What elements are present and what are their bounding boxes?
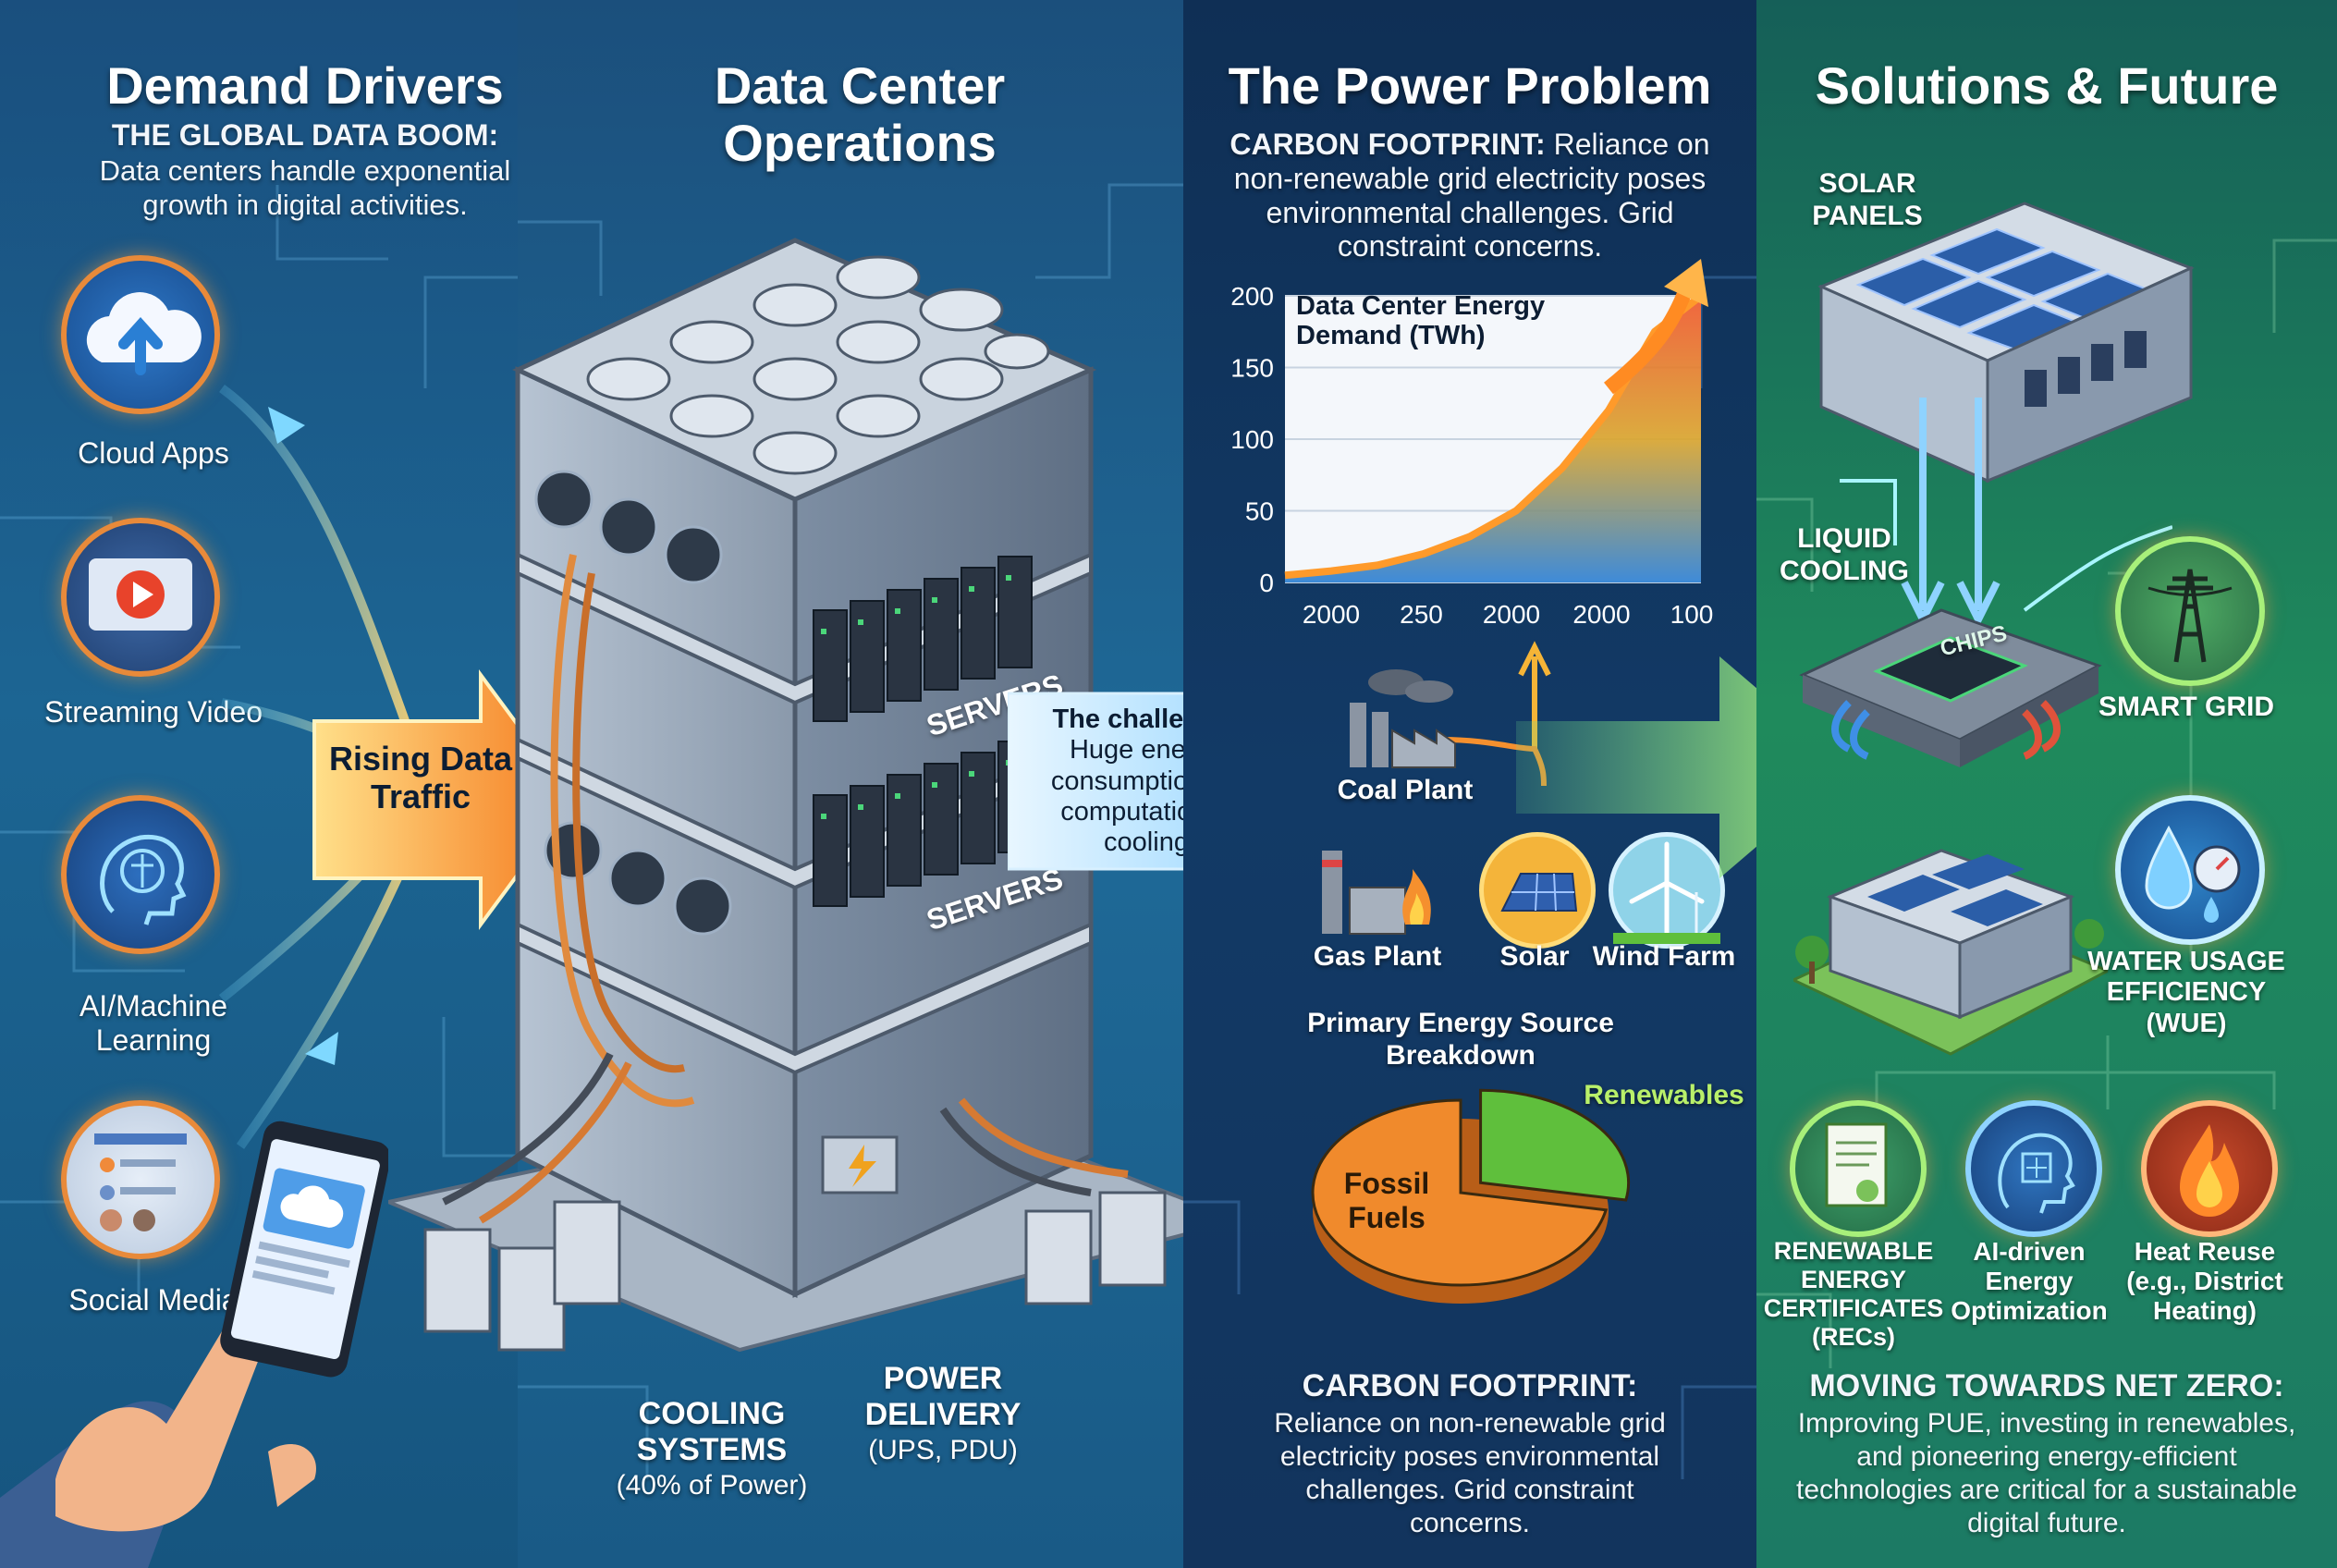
y-tick-label: 0 bbox=[1259, 569, 1274, 597]
net-zero-title: MOVING TOWARDS NET ZERO: bbox=[1809, 1368, 2284, 1403]
ai-ml-label: AI/Machine Learning bbox=[79, 989, 228, 1057]
heat-reuse-label: Heat Reuse (e.g., District Heating) bbox=[2126, 1237, 2283, 1326]
certificate-icon bbox=[1825, 1122, 1888, 1207]
lightning-icon bbox=[849, 1145, 876, 1187]
social-media-circle bbox=[61, 1100, 220, 1259]
demand-subtitle: THE GLOBAL DATA BOOM: bbox=[111, 118, 499, 152]
wind-turbine-icon bbox=[1609, 832, 1725, 949]
demand-title: Demand Drivers bbox=[106, 56, 504, 115]
liquid-cooling-label: LIQUID COOLING bbox=[1780, 523, 1909, 586]
x-tick-label: 2000 bbox=[1483, 600, 1540, 629]
ai-optimization-circle bbox=[1965, 1100, 2102, 1237]
pie-label-renewables: Renewables bbox=[1584, 1080, 1744, 1110]
power-delivery-title: POWER DELIVERY bbox=[864, 1361, 1022, 1433]
x-tick-label: 2000 bbox=[1572, 600, 1630, 629]
ai-ml-circle bbox=[61, 795, 220, 954]
smart-grid-circle bbox=[2115, 536, 2265, 686]
y-tick-label: 50 bbox=[1245, 497, 1274, 526]
y-tick-label: 100 bbox=[1230, 425, 1274, 454]
wue-label: WATER USAGE EFFICIENCY (WUE) bbox=[2087, 947, 2285, 1038]
heat-reuse-circle bbox=[2141, 1100, 2278, 1237]
solar-panels-label: SOLAR PANELS bbox=[1812, 168, 1923, 231]
y-tick-label: 150 bbox=[1230, 354, 1274, 383]
cloud-apps-label: Cloud Apps bbox=[78, 436, 229, 470]
play-video-icon bbox=[89, 558, 192, 631]
y-tick-label: 200 bbox=[1230, 282, 1274, 311]
flame-icon bbox=[2180, 1124, 2239, 1217]
cooling-flow-arrows bbox=[1840, 398, 2172, 628]
server-tower-illustration bbox=[388, 238, 1245, 1353]
ai-optimization-label: AI-driven Energy Optimization bbox=[1951, 1237, 2108, 1326]
recs-label: RENEWABLE ENERGY CERTIFICATES (RECs) bbox=[1763, 1237, 1944, 1352]
gas-plant-label: Gas Plant bbox=[1313, 941, 1442, 972]
carbon-footprint-bottom-title: CARBON FOOTPRINT: bbox=[1302, 1368, 1638, 1403]
cooling-systems-note: (40% of Power) bbox=[616, 1470, 808, 1501]
solar-panel-icon bbox=[1479, 832, 1596, 949]
wind-farm-label: Wind Farm bbox=[1592, 941, 1736, 972]
gas-plant-icon bbox=[1313, 832, 1442, 943]
net-zero-text: Improving PUE, investing in renewables, … bbox=[1796, 1408, 2297, 1538]
carbon-footprint-top: CARBON FOOTPRINT: Reliance on non-renewa… bbox=[1202, 128, 1738, 263]
recs-circle bbox=[1790, 1100, 1927, 1237]
growth-arrow bbox=[1604, 259, 1708, 395]
cooling-systems-title: COOLING SYSTEMS bbox=[636, 1396, 788, 1468]
pie-title: Primary Energy Source Breakdown bbox=[1307, 1008, 1614, 1071]
power-delivery-note: (UPS, PDU) bbox=[868, 1435, 1018, 1465]
social-media-label: Social Media bbox=[68, 1283, 239, 1317]
wue-circle bbox=[2115, 795, 2265, 945]
power-problem-title: The Power Problem bbox=[1228, 56, 1712, 115]
demand-description: Data centers handle exponential growth i… bbox=[99, 154, 511, 222]
streaming-video-circle bbox=[61, 518, 220, 677]
brain-icon bbox=[100, 834, 187, 925]
energy-demand-chart: 0 50 100 150 200 2000 250 2000 2000 100 Data Cen… bbox=[1230, 282, 1714, 629]
carbon-footprint-bottom-text: Reliance on non-renewable grid electrici… bbox=[1274, 1408, 1666, 1538]
carbon-footprint-top-text: Reliance on non-renewable grid electrici… bbox=[1233, 128, 1710, 263]
smartphone-icon bbox=[220, 1121, 388, 1378]
x-tick-label: 100 bbox=[1670, 600, 1714, 629]
power-pylon-icon bbox=[2147, 569, 2233, 663]
coal-plant-label: Coal Plant bbox=[1337, 775, 1474, 805]
rising-traffic-label: Rising Data Traffic bbox=[328, 740, 513, 816]
energy-source-pie bbox=[1311, 1088, 1631, 1304]
social-feed-icon bbox=[94, 1133, 187, 1231]
smart-grid-label: SMART GRID bbox=[2098, 692, 2274, 722]
pie-slice-fossil-fuels bbox=[1311, 1098, 1609, 1287]
cloud-upload-icon bbox=[86, 292, 202, 375]
operations-title: Data Center Operations bbox=[714, 56, 1006, 172]
solar-label: Solar bbox=[1499, 941, 1570, 972]
water-drop-icon bbox=[2145, 825, 2241, 923]
x-tick-label: 250 bbox=[1400, 600, 1443, 629]
demand-area bbox=[1285, 296, 1701, 582]
pie-label-fossil: Fossil Fuels bbox=[1343, 1167, 1430, 1234]
x-tick-label: 2000 bbox=[1303, 600, 1360, 629]
green-building-illustration bbox=[1793, 849, 2108, 1056]
cloud-apps-circle bbox=[61, 255, 220, 414]
solutions-title: Solutions & Future bbox=[1815, 56, 2279, 115]
solar-building-illustration bbox=[1817, 202, 2195, 484]
carbon-footprint-top-title: CARBON FOOTPRINT: bbox=[1230, 128, 1546, 161]
hand-phone-illustration bbox=[0, 1121, 388, 1568]
chip-cooling-illustration bbox=[1799, 608, 2102, 767]
coal-plant-icon bbox=[1340, 666, 1461, 777]
pie-slice-renewables bbox=[1479, 1088, 1631, 1202]
ai-head-icon bbox=[1998, 1133, 2075, 1214]
